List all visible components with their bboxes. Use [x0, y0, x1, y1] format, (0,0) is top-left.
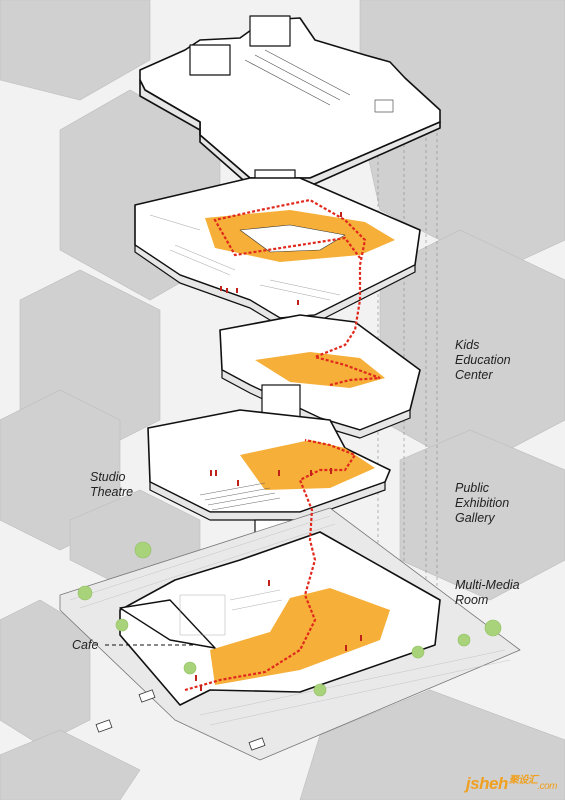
label-studio-theatre: Studio Theatre	[90, 470, 134, 499]
label-kids-education-center: Kids Education Center	[455, 338, 511, 382]
watermark-logo: jsheh聚设汇.com	[465, 771, 558, 794]
watermark-cn: 聚设汇	[508, 775, 538, 786]
circulation-path	[184, 198, 381, 692]
label-cafe: Cafe	[72, 638, 99, 652]
watermark-text: jsheh	[465, 774, 508, 793]
label-public-exhibition-gallery: Public Exhibition Gallery	[455, 481, 510, 525]
kids-education-floor	[219, 314, 421, 439]
roof-level	[139, 15, 441, 187]
people	[195, 212, 362, 691]
upper-floor-library	[134, 177, 421, 327]
ground-floor	[119, 531, 441, 706]
cars	[95, 689, 266, 751]
trees	[77, 541, 502, 697]
watermark-suffix: .com	[537, 781, 557, 792]
label-multi-media-room: Multi-Media Room	[455, 578, 520, 607]
gallery-studio-floor	[147, 409, 391, 521]
